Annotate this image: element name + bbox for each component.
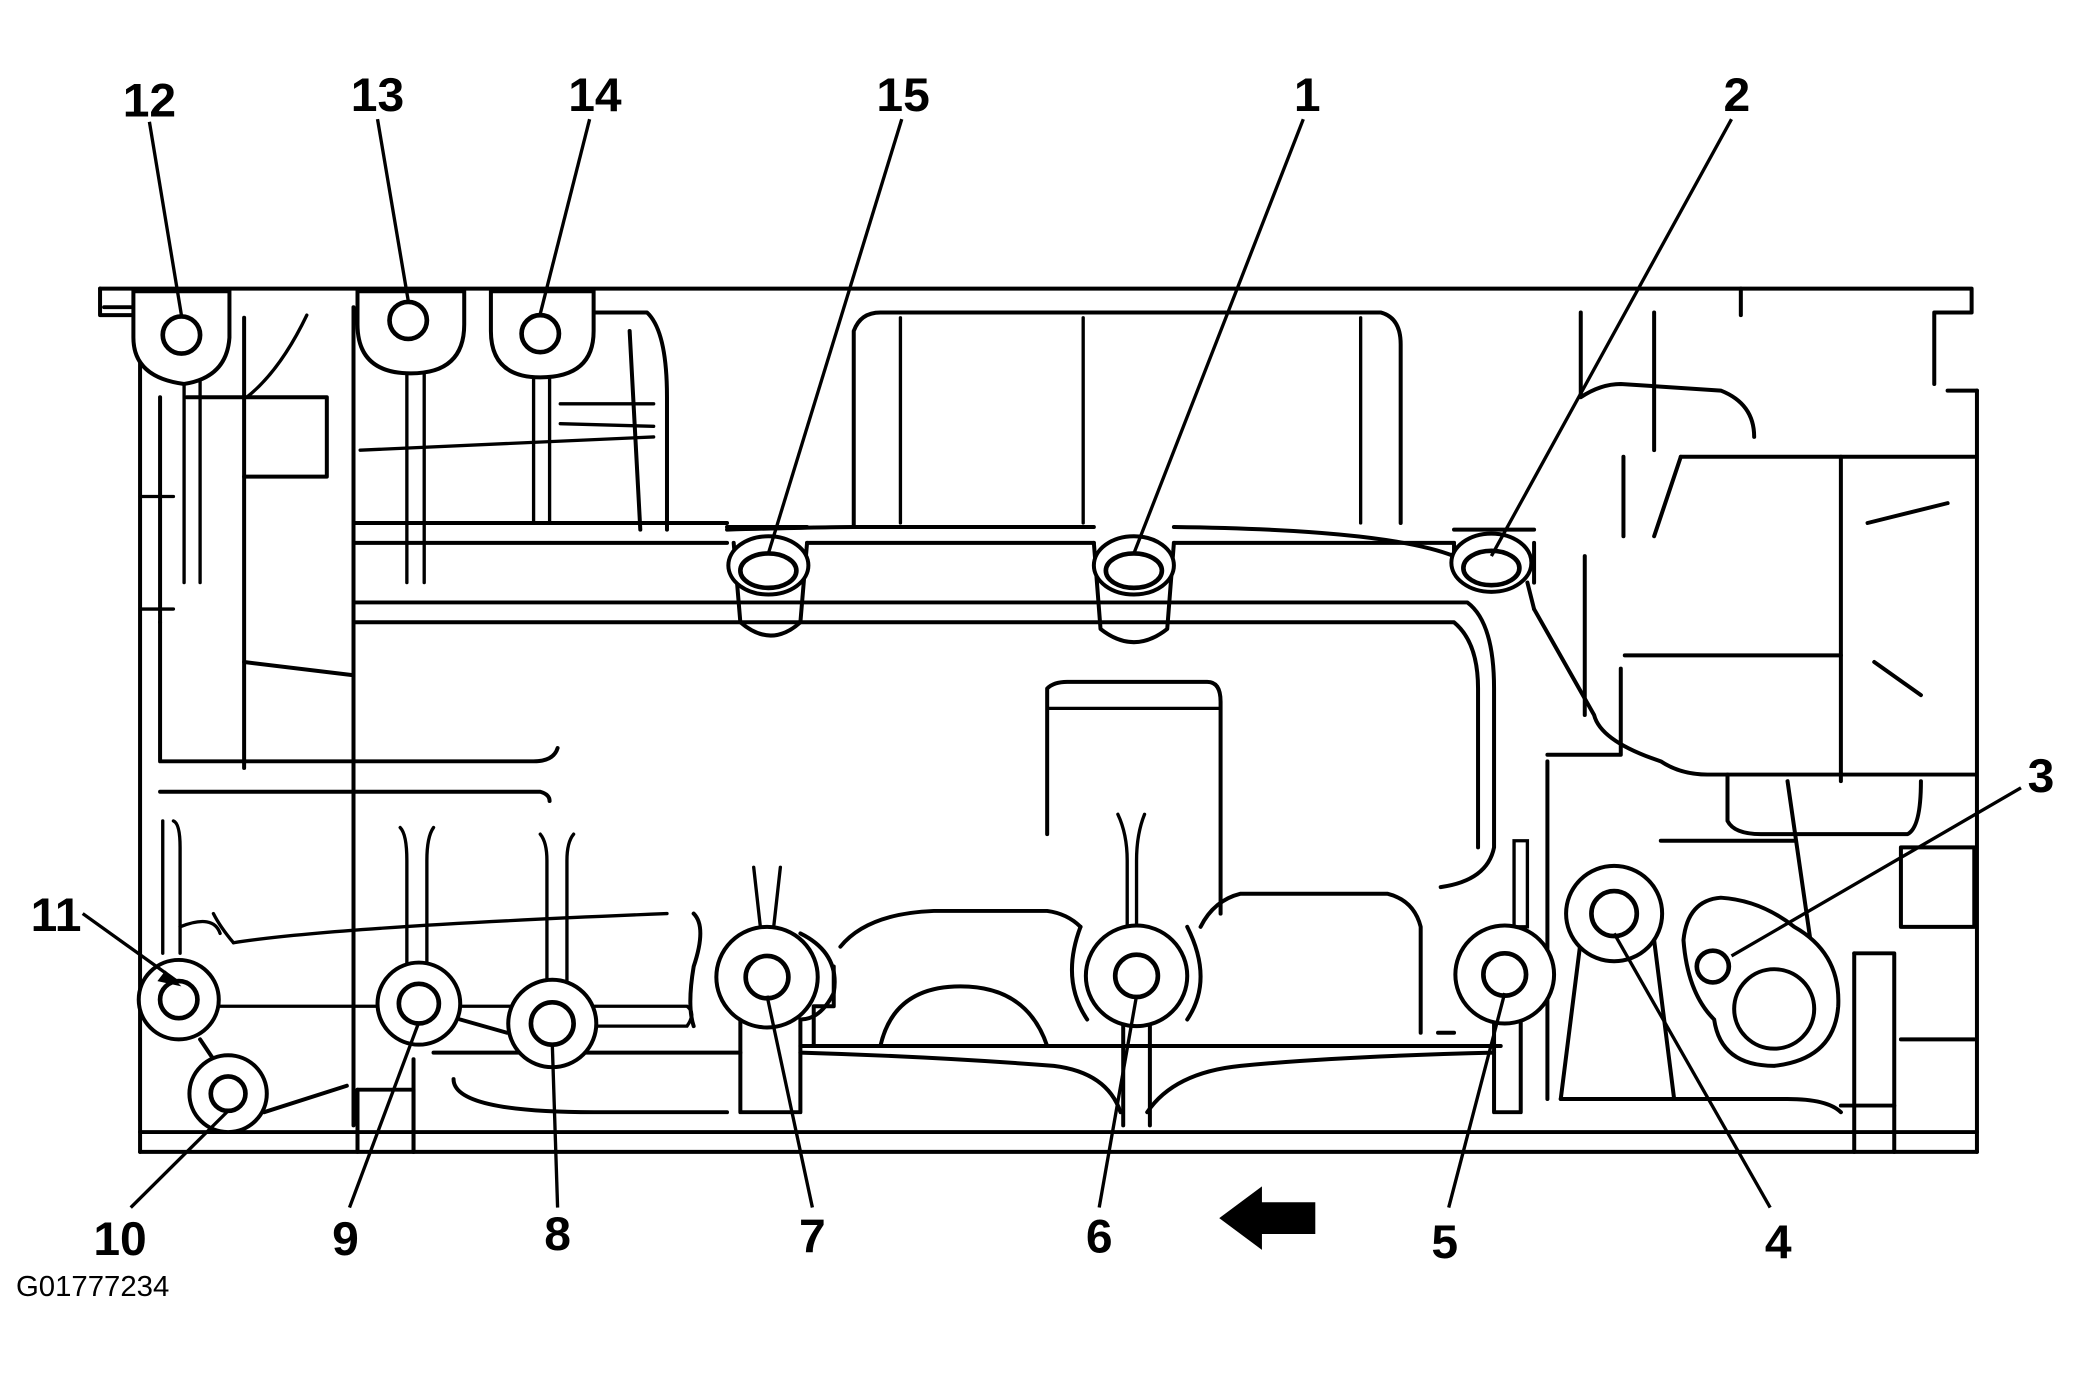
bolt-3 (1681, 895, 1841, 1068)
leader-9 (347, 1021, 421, 1209)
leader-11 (81, 912, 180, 984)
bolt-1 (1091, 534, 1176, 644)
callout-3: 3 (2028, 750, 2055, 803)
callout-11: 11 (31, 889, 82, 942)
bolt-8 (506, 977, 599, 1070)
callout-8: 8 (544, 1208, 571, 1261)
leader-3 (1730, 786, 2022, 958)
figure-id: G01777234 (16, 1271, 169, 1303)
leader-5 (1447, 992, 1507, 1208)
bolt-4 (1558, 863, 1677, 1101)
callout-12: 12 (123, 75, 176, 128)
leader-1 (1132, 118, 1305, 555)
leader-4 (1612, 932, 1772, 1209)
bolt-13 (355, 289, 467, 376)
leader-12 (147, 121, 184, 316)
callout-1: 1 (1294, 69, 1321, 122)
bolt-15 (725, 524, 811, 638)
callout-4: 4 (1765, 1216, 1792, 1269)
bolt-10 (187, 1037, 349, 1135)
callout-7: 7 (799, 1211, 826, 1264)
bolt-11 (136, 957, 221, 1042)
arrow-left-icon (1219, 1186, 1316, 1250)
callout-labels: 12 13 14 15 1 2 3 4 5 6 7 8 9 10 11 (31, 69, 2055, 1268)
leader-11-tip (157, 970, 182, 987)
leader-6 (1097, 995, 1139, 1208)
leader-15 (766, 118, 904, 554)
leader-2 (1489, 118, 1733, 557)
callout-13: 13 (351, 69, 404, 122)
housing-outline (98, 286, 1979, 1154)
leader-7 (765, 995, 815, 1208)
leader-10 (129, 1109, 230, 1209)
bolt-9 (375, 960, 509, 1047)
callout-10: 10 (93, 1213, 146, 1266)
callout-6: 6 (1086, 1211, 1113, 1264)
leader-8 (550, 1043, 560, 1208)
callout-9: 9 (332, 1213, 359, 1266)
leader-14 (538, 118, 592, 315)
callout-14: 14 (568, 69, 622, 122)
callout-2: 2 (1723, 69, 1750, 122)
bolt-6 (1069, 923, 1203, 1128)
leader-lines (81, 118, 2022, 1209)
bolt-14 (488, 289, 596, 380)
bolt-5 (1453, 923, 1557, 1115)
callout-15: 15 (876, 69, 929, 122)
bolt-12 (131, 289, 232, 386)
bolt-2 (1449, 527, 1537, 594)
callout-5: 5 (1431, 1216, 1458, 1269)
bolt-7 (714, 924, 837, 1115)
leader-13 (375, 118, 410, 301)
